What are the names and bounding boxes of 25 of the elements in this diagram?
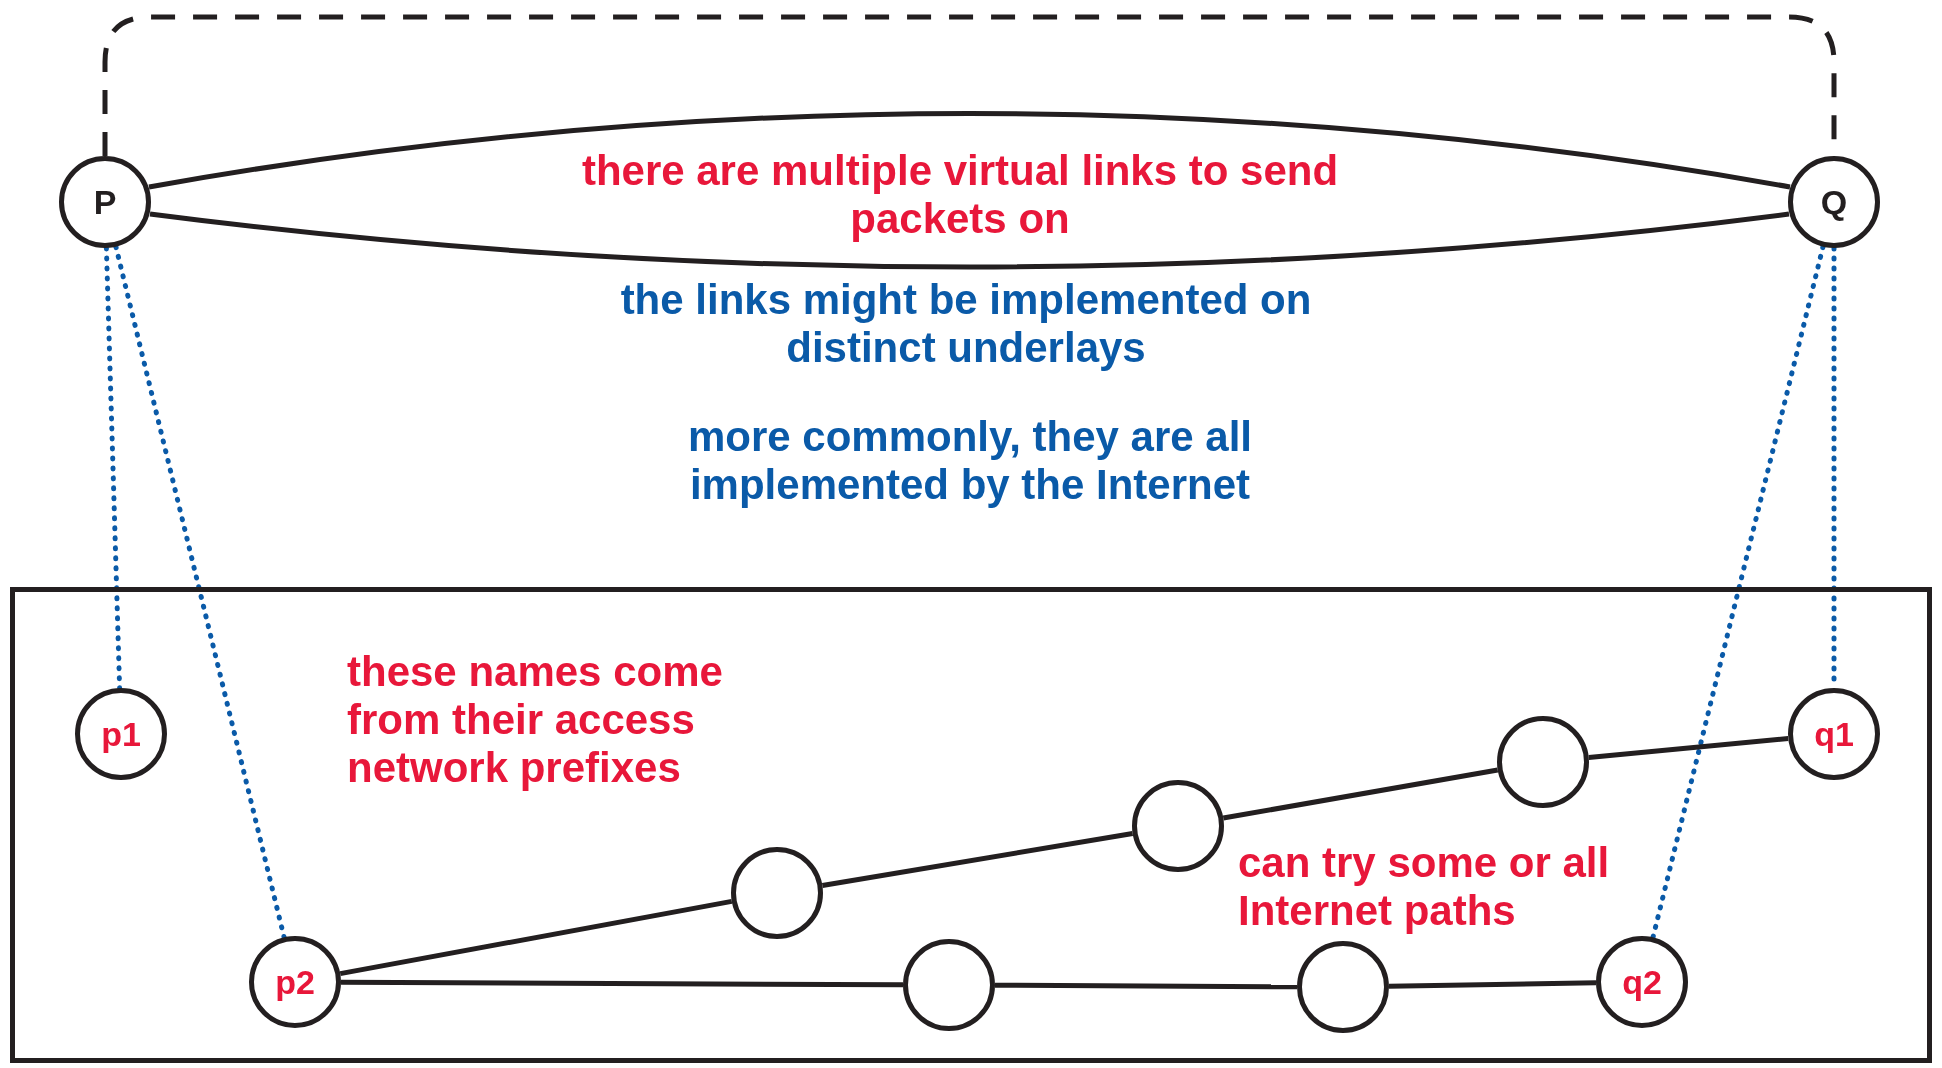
dotted-link: [113, 244, 287, 940]
node-label: q1: [1814, 714, 1854, 754]
node-label: p1: [101, 714, 141, 754]
annotation-text: these names come from their access network prefixes: [347, 648, 724, 792]
annotation-text: the links might be implemented on distinct underlays: [619, 276, 1313, 372]
node-label: p2: [275, 962, 315, 1002]
annotation-text: can try some or all Internet paths: [1238, 839, 1611, 935]
link-line: [339, 898, 733, 977]
annotation-text: more commonly, they are all implemented by the Internet: [686, 413, 1254, 509]
link-line: [1388, 980, 1597, 989]
dotted-link: [1650, 244, 1826, 940]
link-line: [1222, 767, 1499, 821]
node-label: Q: [1820, 182, 1848, 222]
link-line: [341, 979, 903, 988]
node-label: q2: [1622, 962, 1662, 1002]
dotted-link: [103, 245, 123, 691]
network-frame: [10, 587, 1932, 1063]
dashed-link: [102, 14, 1837, 156]
link-line: [149, 211, 1790, 270]
link-line: [1588, 735, 1789, 761]
link-line: [995, 982, 1297, 990]
link-line: [821, 831, 1134, 888]
annotation-text: there are multiple virtual links to send packets on: [580, 147, 1340, 243]
link-line: [148, 111, 1791, 190]
node-label: P: [93, 182, 117, 222]
